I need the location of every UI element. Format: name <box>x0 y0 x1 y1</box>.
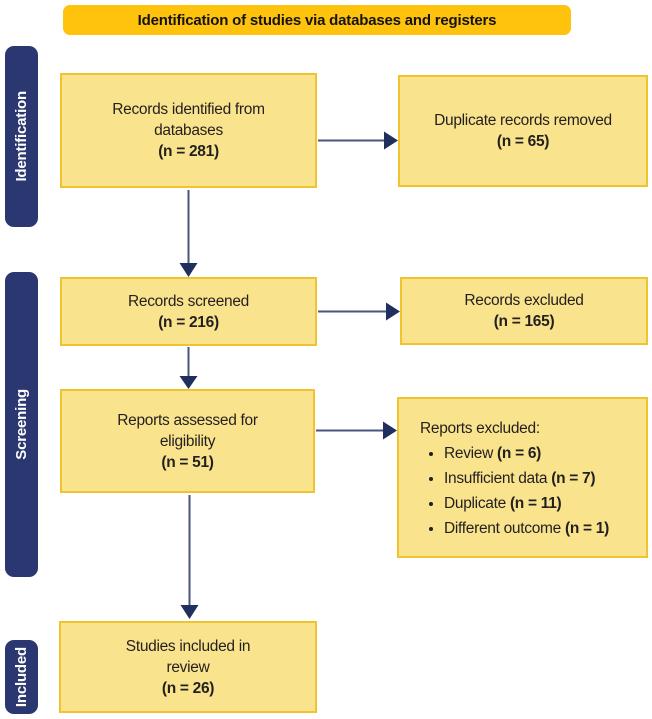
arrow-screened-to-excluded-head <box>386 302 400 321</box>
count-label: (n = 281) <box>158 143 219 160</box>
list-item: Duplicate (n = 11) <box>444 491 609 516</box>
box-line: Records screened <box>128 292 249 310</box>
box-line: Records identified from <box>112 101 265 118</box>
box-records-excluded: Records excluded (n = 165) <box>400 277 648 345</box>
reason-label: Insufficient data <box>444 470 548 487</box>
reason-count: (n = 1) <box>564 520 609 537</box>
list-item: Different outcome (n = 1) <box>444 516 609 541</box>
box-title: Reports excluded: <box>420 420 540 437</box>
box-line: eligibility <box>159 432 216 450</box>
box-reports-excluded: Reports excluded: Review (n = 6) Insuffi… <box>397 397 648 558</box>
stage-label-identification: Identification <box>5 46 38 227</box>
reason-label: Different outcome <box>444 520 561 537</box>
box-line: databases <box>154 122 223 139</box>
arrow-identified-to-duplicates-head <box>384 131 398 150</box>
stage-label-identification-text: Identification <box>13 91 30 182</box>
count-label: (n = 165) <box>493 313 555 330</box>
reason-label: Duplicate <box>444 495 506 512</box>
stage-label-screening: Screening <box>5 272 38 577</box>
arrow-assessed-to-reports-excluded-head <box>383 421 397 440</box>
box-reports-assessed: Reports assessed for eligibility (n = 51… <box>60 389 315 493</box>
box-line: Reports assessed for <box>117 411 258 429</box>
box-line: Duplicate records removed <box>434 112 612 129</box>
stage-label-screening-text: Screening <box>13 389 30 460</box>
count-label: (n = 51) <box>161 453 214 471</box>
reason-count: (n = 7) <box>551 470 596 487</box>
arrow-assessed-to-included-head <box>180 605 199 619</box>
reason-label: Review <box>444 445 494 462</box>
stage-label-included: Included <box>5 640 38 714</box>
arrow-identified-to-screened-head <box>179 263 198 277</box>
reason-count: (n = 6) <box>497 445 542 462</box>
box-line: review <box>166 658 210 676</box>
count-label: (n = 26) <box>161 679 215 697</box>
arrow-screened-to-assessed-head <box>179 376 198 389</box>
box-records-screened: Records screened (n = 216) <box>60 277 317 346</box>
box-records-identified: Records identified from databases (n = 2… <box>60 73 317 188</box>
stage-label-included-text: Included <box>13 646 30 708</box>
count-label: (n = 65) <box>496 133 550 150</box>
box-line: Studies included in <box>125 637 251 655</box>
banner-title: Identification of studies via databases … <box>63 5 571 35</box>
exclusion-reasons-list: Review (n = 6) Insufficient data (n = 7)… <box>420 441 609 541</box>
box-duplicates-removed: Duplicate records removed (n = 65) <box>398 75 648 187</box>
list-item: Review (n = 6) <box>444 441 609 466</box>
box-line: Records excluded <box>464 292 584 309</box>
count-label: (n = 216) <box>158 313 219 331</box>
box-studies-included: Studies included in review (n = 26) <box>59 621 317 713</box>
list-item: Insufficient data (n = 7) <box>444 466 609 491</box>
reason-count: (n = 11) <box>509 495 562 512</box>
